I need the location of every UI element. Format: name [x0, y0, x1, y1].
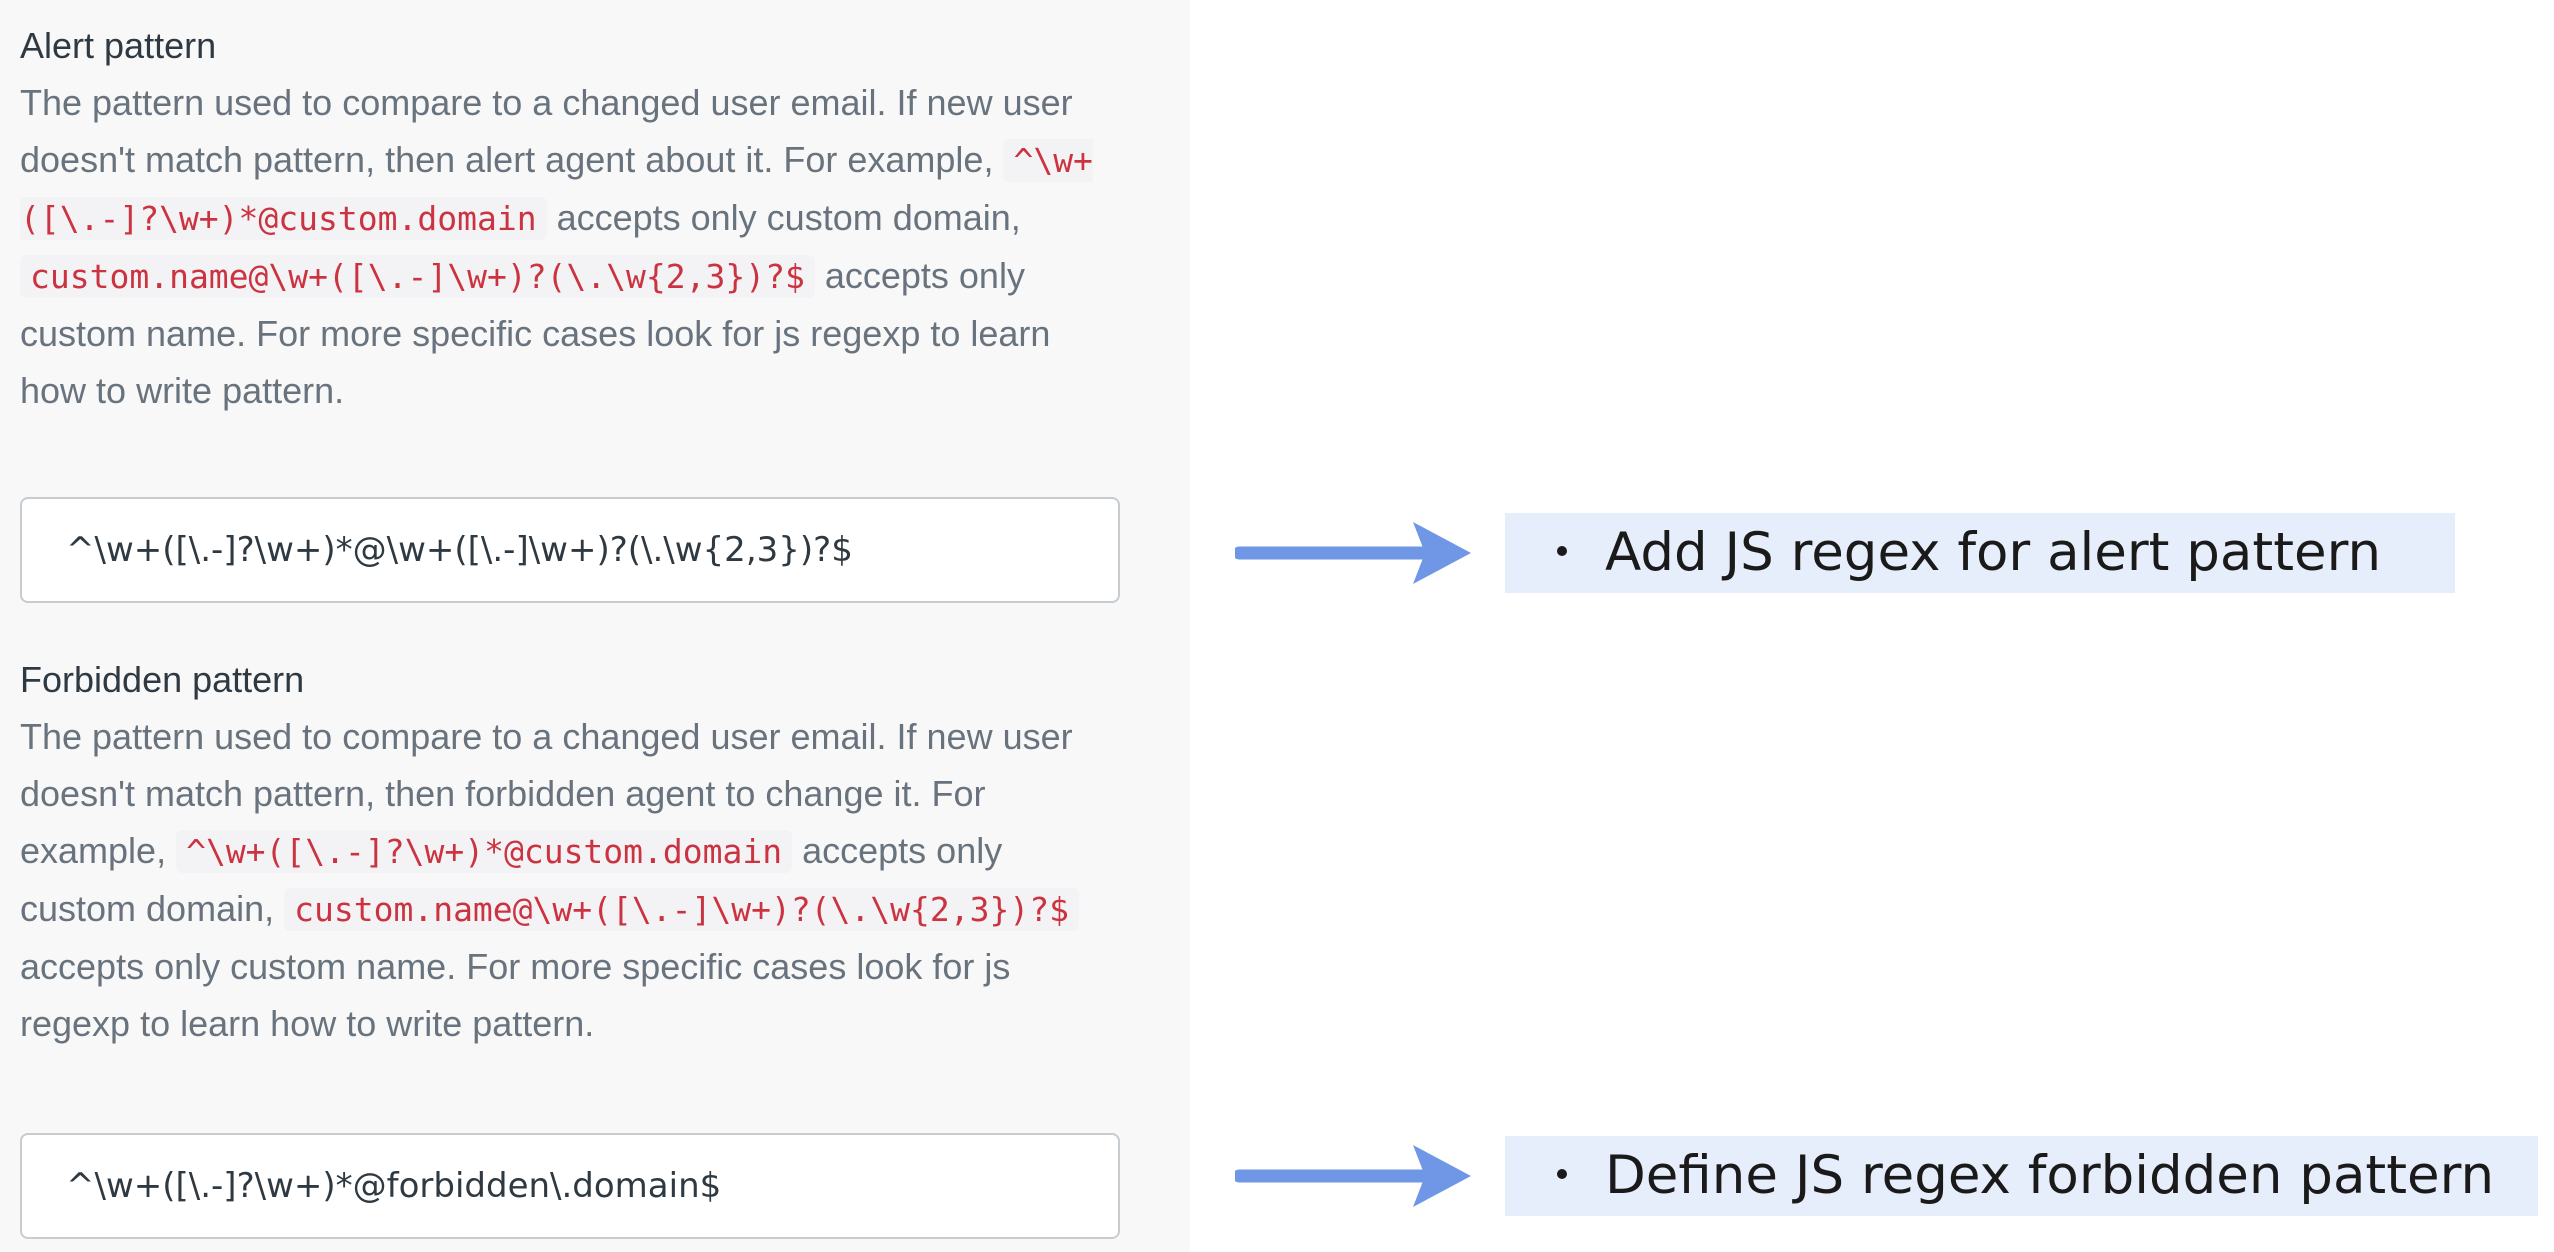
alert-annotation-callout: Add JS regex for alert pattern [1505, 513, 2455, 593]
forbidden-desc-text-1: The pattern used to compare to a changed… [20, 716, 1073, 871]
forbidden-annotation-text: Define JS regex forbidden pattern [1605, 1145, 2495, 1206]
bullet-icon [1557, 546, 1567, 557]
forbidden-pattern-title: Forbidden pattern [20, 659, 305, 700]
forbidden-desc-code-1: ^\w+([\.-]?\w+)*@custom.domain [176, 830, 793, 873]
forbidden-pattern-section: Forbidden pattern The pattern used to co… [20, 656, 1123, 1052]
forbidden-pattern-input[interactable] [20, 1133, 1120, 1239]
alert-desc-text-2: accepts only custom domain, [546, 197, 1021, 238]
forbidden-desc-code-2: custom.name@\w+([\.-]\w+)?(\.\w{2,3})?$ [284, 888, 1079, 931]
alert-pattern-title: Alert pattern [20, 25, 217, 66]
alert-pattern-section: Alert pattern The pattern used to compar… [20, 22, 1123, 419]
arrow-right-icon [1235, 522, 1471, 584]
alert-desc-text-1: The pattern used to compare to a changed… [20, 82, 1073, 180]
forbidden-desc-text-3: accepts only custom name. For more speci… [20, 946, 1011, 1044]
alert-desc-code-2: custom.name@\w+([\.-]\w+)?(\.\w{2,3})?$ [20, 255, 815, 298]
forbidden-annotation-callout: Define JS regex forbidden pattern [1505, 1136, 2538, 1216]
forbidden-pattern-description: The pattern used to compare to a changed… [20, 704, 1123, 1052]
alert-annotation-text: Add JS regex for alert pattern [1605, 522, 2382, 583]
arrow-right-icon [1235, 1145, 1471, 1207]
forbidden-desc-text-2: accepts only custom domain, [20, 830, 1003, 929]
alert-desc-text-3: accepts only custom name. For more speci… [20, 255, 1051, 411]
alert-pattern-description: The pattern used to compare to a changed… [20, 70, 1123, 419]
alert-pattern-input[interactable] [20, 497, 1120, 603]
bullet-icon [1557, 1169, 1567, 1180]
